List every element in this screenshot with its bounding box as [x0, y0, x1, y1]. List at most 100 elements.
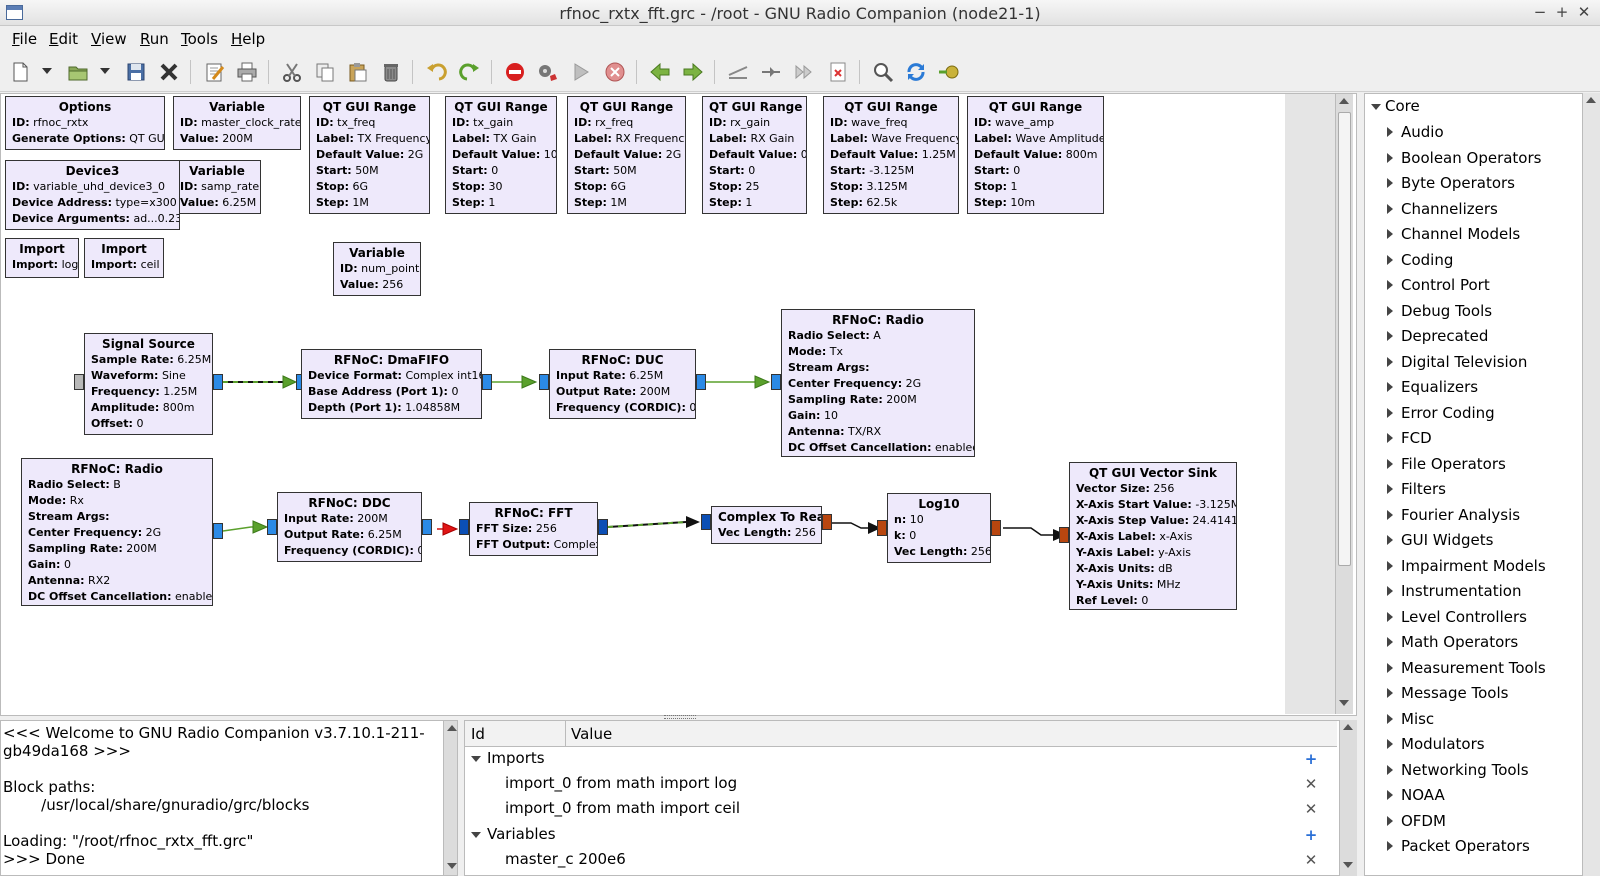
- variable-group-variables[interactable]: Variables: [487, 825, 556, 843]
- tree-category[interactable]: Level Controllers: [1401, 607, 1527, 626]
- port-vector-sink-in[interactable]: [1059, 527, 1069, 543]
- block-import-log[interactable]: Import Import: log: [5, 238, 79, 278]
- scroll-up-icon[interactable]: [447, 725, 457, 731]
- expander-icon[interactable]: [1371, 104, 1381, 110]
- port-radio-rx-out[interactable]: [213, 523, 223, 539]
- tree-category[interactable]: Channelizers: [1401, 199, 1498, 218]
- tree-category[interactable]: Channel Models: [1401, 225, 1521, 243]
- block-range-tx-gain[interactable]: QT GUI Range ID: tx_gain Label: TX Gain …: [445, 96, 557, 214]
- column-value-header[interactable]: Value: [571, 725, 613, 743]
- rotate-right-icon[interactable]: [681, 60, 705, 84]
- expander-icon[interactable]: [1387, 178, 1393, 188]
- expander-icon[interactable]: [1387, 815, 1393, 826]
- tree-root-core[interactable]: Core: [1385, 97, 1420, 115]
- new-dropdown-icon[interactable]: [42, 68, 52, 74]
- block-qt-gui-vector-sink[interactable]: QT GUI Vector Sink Vector Size: 256 X-Ax…: [1069, 462, 1237, 610]
- open-dropdown-icon[interactable]: [100, 68, 110, 74]
- expander-icon[interactable]: [1387, 433, 1393, 443]
- maximize-button[interactable]: +: [1555, 3, 1569, 21]
- expander-icon[interactable]: [1387, 356, 1393, 367]
- expander-icon[interactable]: [1387, 739, 1393, 749]
- stop-icon[interactable]: [603, 60, 627, 84]
- paste-icon[interactable]: [346, 60, 370, 84]
- block-rfnoc-fft[interactable]: RFNoC: FFT FFT Size: 256 FFT Output: Com…: [469, 502, 598, 556]
- expander-icon[interactable]: [1387, 203, 1393, 214]
- port-duc-out[interactable]: [696, 374, 706, 390]
- tree-category[interactable]: Networking Tools: [1401, 760, 1529, 779]
- port-signal-source-in[interactable]: [74, 374, 84, 390]
- tree-category[interactable]: Equalizers: [1401, 378, 1479, 396]
- save-icon[interactable]: [124, 60, 148, 84]
- rotate-left-icon[interactable]: [648, 60, 672, 84]
- expander-icon[interactable]: [1387, 229, 1393, 239]
- tree-category[interactable]: Audio: [1401, 123, 1444, 141]
- tree-category[interactable]: Modulators: [1401, 735, 1485, 753]
- tree-category[interactable]: Byte Operators: [1401, 174, 1516, 192]
- tree-category[interactable]: Coding: [1401, 250, 1454, 269]
- block-range-tx-freq[interactable]: QT GUI Range ID: tx_freq Label: TX Frequ…: [309, 96, 430, 214]
- add-import-icon[interactable]: +: [1304, 750, 1318, 768]
- port-log10-out[interactable]: [991, 520, 1001, 536]
- redo-icon[interactable]: [458, 60, 482, 84]
- flowgraph-icon[interactable]: [937, 60, 961, 84]
- port-dmafifo-out[interactable]: [482, 374, 492, 390]
- expander-icon[interactable]: [471, 832, 481, 838]
- console-scrollbar[interactable]: [443, 721, 457, 875]
- block-range-rx-freq[interactable]: QT GUI Range ID: rx_freq Label: RX Frequ…: [567, 96, 686, 214]
- port-radio-tx-in[interactable]: [771, 374, 781, 390]
- expander-icon[interactable]: [1387, 841, 1393, 851]
- expander-icon[interactable]: [1387, 586, 1393, 596]
- variable-row[interactable]: import_0 from math import log: [505, 774, 738, 792]
- canvas-scrollbar[interactable]: [1335, 94, 1353, 714]
- expander-icon[interactable]: [1387, 305, 1393, 316]
- expander-icon[interactable]: [1387, 127, 1393, 137]
- flowgraph-canvas[interactable]: Options ID: rfnoc_rxtx Generate Options:…: [1, 94, 1285, 714]
- print-icon[interactable]: [235, 60, 259, 84]
- expander-icon[interactable]: [1387, 764, 1393, 775]
- enable-icon[interactable]: [726, 60, 750, 84]
- port-log10-in[interactable]: [877, 520, 887, 536]
- expander-icon[interactable]: [1387, 484, 1393, 494]
- block-range-wave-amp[interactable]: QT GUI Range ID: wave_amp Label: Wave Am…: [967, 96, 1104, 214]
- block-variable-master-clock-rate[interactable]: Variable ID: master_clock_rate Value: 20…: [173, 96, 301, 150]
- port-fft-out[interactable]: [598, 519, 608, 535]
- tree-category[interactable]: Error Coding: [1401, 403, 1495, 422]
- expander-icon[interactable]: [1387, 713, 1393, 724]
- expander-icon[interactable]: [1387, 637, 1393, 647]
- minimize-button[interactable]: −: [1533, 3, 1547, 21]
- canvas-scroll-thumb[interactable]: [1338, 112, 1351, 566]
- cut-icon[interactable]: [280, 60, 304, 84]
- expander-icon[interactable]: [1387, 560, 1393, 571]
- remove-icon[interactable]: ✕: [1304, 775, 1318, 793]
- copy-icon[interactable]: [313, 60, 337, 84]
- tree-category[interactable]: Fourier Analysis: [1401, 505, 1521, 524]
- tree-category[interactable]: Digital Television: [1401, 352, 1528, 371]
- menu-view[interactable]: View: [91, 30, 127, 48]
- menu-edit[interactable]: Edit: [49, 30, 78, 48]
- menu-help[interactable]: Help: [231, 30, 265, 48]
- variable-row[interactable]: import_0 from math import ceil: [505, 799, 741, 817]
- expander-icon[interactable]: [1387, 254, 1393, 265]
- block-rfnoc-ddc[interactable]: RFNoC: DDC Input Rate: 200M Output Rate:…: [277, 492, 422, 562]
- expander-icon[interactable]: [1387, 152, 1393, 163]
- expander-icon[interactable]: [1387, 611, 1393, 622]
- expander-icon[interactable]: [1387, 331, 1393, 341]
- block-variable-num-points[interactable]: Variable ID: num_points Value: 256: [333, 242, 421, 296]
- expander-icon[interactable]: [1387, 688, 1393, 698]
- block-signal-source[interactable]: Signal Source Sample Rate: 6.25M Wavefor…: [84, 333, 213, 435]
- tree-category[interactable]: File Operators: [1401, 454, 1506, 473]
- close-icon[interactable]: [157, 60, 181, 84]
- block-options[interactable]: Options ID: rfnoc_rxtx Generate Options:…: [5, 96, 165, 150]
- tree-category[interactable]: Message Tools: [1401, 684, 1509, 702]
- block-range-rx-gain[interactable]: QT GUI Range ID: rx_gain Label: RX Gain …: [702, 96, 807, 214]
- tree-category[interactable]: OFDM: [1401, 811, 1446, 830]
- tree-category[interactable]: Deprecated: [1401, 327, 1489, 345]
- block-library-scrollbar[interactable]: [1582, 93, 1600, 876]
- port-c2r-in[interactable]: [701, 514, 711, 530]
- reload-icon[interactable]: [904, 60, 928, 84]
- expander-icon[interactable]: [1387, 407, 1393, 418]
- remove-icon[interactable]: ✕: [1304, 851, 1318, 869]
- console-panel[interactable]: <<< Welcome to GNU Radio Companion v3.7.…: [0, 720, 458, 876]
- errors-icon[interactable]: [826, 60, 850, 84]
- block-range-wave-freq[interactable]: QT GUI Range ID: wave_freq Label: Wave F…: [823, 96, 959, 214]
